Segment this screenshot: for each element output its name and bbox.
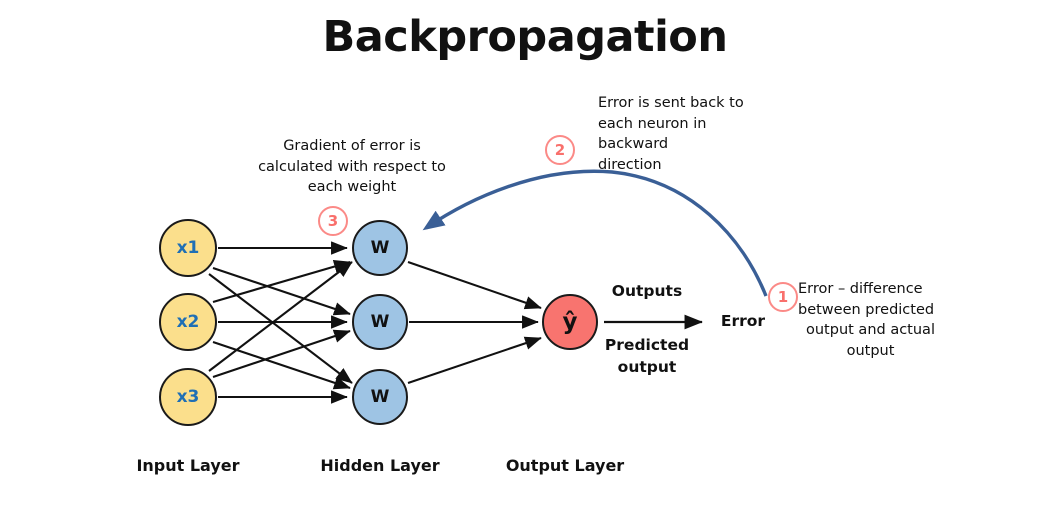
- annotation-text-1-line3: output and actual: [806, 322, 935, 339]
- layer-label-input: Input Layer: [136, 456, 240, 475]
- layer-label-hidden: Hidden Layer: [320, 456, 440, 475]
- hidden-to-output-edges: [407, 261, 542, 384]
- annotation-text-2-line1: Error is sent back to: [598, 95, 744, 111]
- annotation-text-1-line4: output: [846, 342, 895, 359]
- hidden-node-1[interactable]: W: [352, 220, 408, 276]
- input-node-x3[interactable]: x3: [159, 368, 217, 426]
- annotation-text-2-line3: direction: [598, 156, 662, 173]
- hidden-node-3[interactable]: W: [352, 369, 408, 425]
- input-node-x2[interactable]: x2: [159, 293, 217, 351]
- output-node-yhat-label: ŷ: [562, 309, 578, 335]
- annotation-badge-3[interactable]: 3: [318, 206, 348, 236]
- outputs-label: Outputs: [611, 282, 683, 300]
- input-to-hidden-edges: [208, 241, 353, 404]
- annotation-text-3-line2: calculated with respect to: [258, 158, 446, 175]
- annotation-text-3: Gradient of error is calculated with res…: [253, 136, 451, 198]
- backward-error-curve: [422, 169, 768, 297]
- annotation-text-1-line2: between predicted: [798, 301, 935, 318]
- annotation-text-1-line1: Error – difference: [798, 281, 923, 297]
- annotation-badge-1[interactable]: 1: [768, 282, 798, 312]
- predicted-output-label-line1: Predicted: [604, 336, 690, 354]
- annotation-text-1: Error – difference between predicted out…: [798, 279, 943, 361]
- hidden-node-2[interactable]: W: [352, 294, 408, 350]
- page-title: Backpropagation: [322, 12, 728, 62]
- input-node-x1[interactable]: x1: [159, 219, 217, 277]
- hidden-node-2-label: W: [370, 312, 390, 332]
- predicted-output-label-line2: output: [617, 358, 677, 376]
- annotation-text-3-line1: Gradient of error is: [283, 138, 421, 154]
- error-label: Error: [720, 312, 766, 330]
- annotation-text-2: Error is sent back to each neuron in bac…: [598, 93, 778, 175]
- annotation-text-2-line2: each neuron in backward: [598, 115, 707, 153]
- hidden-node-1-label: W: [370, 238, 390, 258]
- hidden-node-3-label: W: [370, 387, 390, 407]
- layer-label-output: Output Layer: [505, 456, 625, 475]
- input-node-x1-label: x1: [176, 238, 200, 258]
- output-node-yhat[interactable]: ŷ: [542, 294, 598, 350]
- annotation-badge-2[interactable]: 2: [545, 135, 575, 165]
- input-node-x2-label: x2: [176, 312, 200, 332]
- input-node-x3-label: x3: [176, 387, 200, 407]
- annotation-text-3-line3: each weight: [307, 179, 397, 196]
